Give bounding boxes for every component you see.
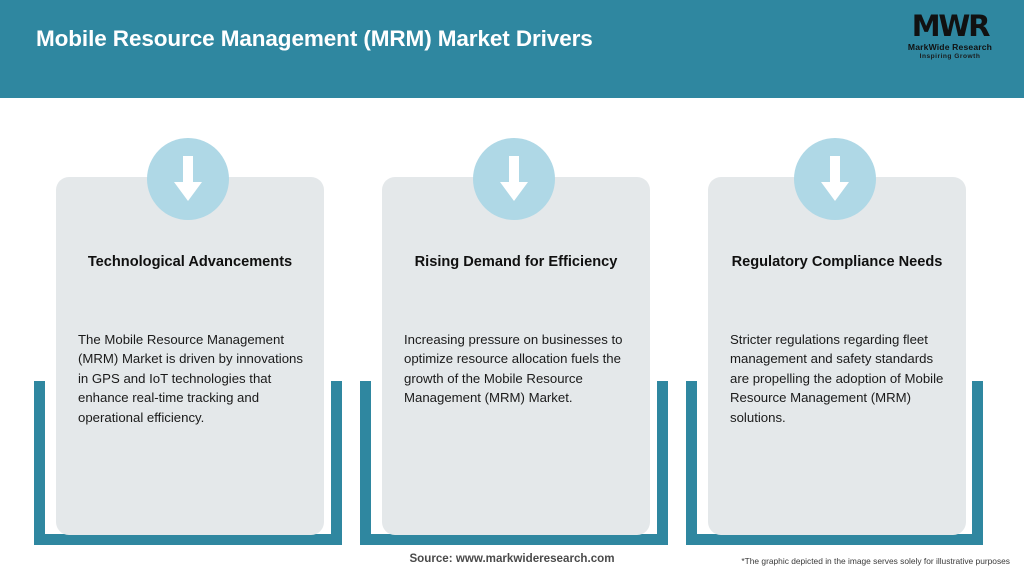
logo-company-name: MarkWide Research <box>907 42 993 52</box>
disclaimer-note: *The graphic depicted in the image serve… <box>741 556 1010 566</box>
card-bracket <box>360 381 668 545</box>
card-bracket <box>686 381 983 545</box>
card-bracket <box>34 381 342 545</box>
header-bar: Mobile Resource Management (MRM) Market … <box>0 0 1024 98</box>
card-panel: Regulatory Compliance Needs Stricter reg… <box>708 177 966 535</box>
card-body-text: The Mobile Resource Management (MRM) Mar… <box>78 332 303 425</box>
logo-tagline: Inspiring Growth <box>919 53 981 60</box>
driver-card-3: Regulatory Compliance Needs Stricter reg… <box>686 98 983 546</box>
driver-cards-row: Technological Advancements The Mobile Re… <box>0 98 1024 576</box>
down-arrow-icon <box>147 138 229 220</box>
card-panel: Technological Advancements The Mobile Re… <box>56 177 324 535</box>
card-title: Rising Demand for Efficiency <box>414 254 618 270</box>
card-panel: Rising Demand for Efficiency Increasing … <box>382 177 650 535</box>
card-body-text: Increasing pressure on businesses to opt… <box>404 332 623 406</box>
down-arrow-icon <box>793 138 876 220</box>
card-title: Technological Advancements <box>87 254 293 270</box>
source-label: Source: www.markwideresearch.com <box>409 552 615 565</box>
page-title: Mobile Resource Management (MRM) Market … <box>36 26 593 51</box>
brand-logo: MWR MarkWide Research Inspiring Growth <box>898 11 1002 67</box>
driver-card-2: Rising Demand for Efficiency Increasing … <box>360 98 668 546</box>
logo-mark-icon: MWR <box>911 9 991 43</box>
driver-card-1: Technological Advancements The Mobile Re… <box>34 98 342 546</box>
down-arrow-icon <box>473 138 555 220</box>
card-title: Regulatory Compliance Needs <box>731 254 943 270</box>
card-body-text: Stricter regulations regarding fleet man… <box>730 332 944 425</box>
